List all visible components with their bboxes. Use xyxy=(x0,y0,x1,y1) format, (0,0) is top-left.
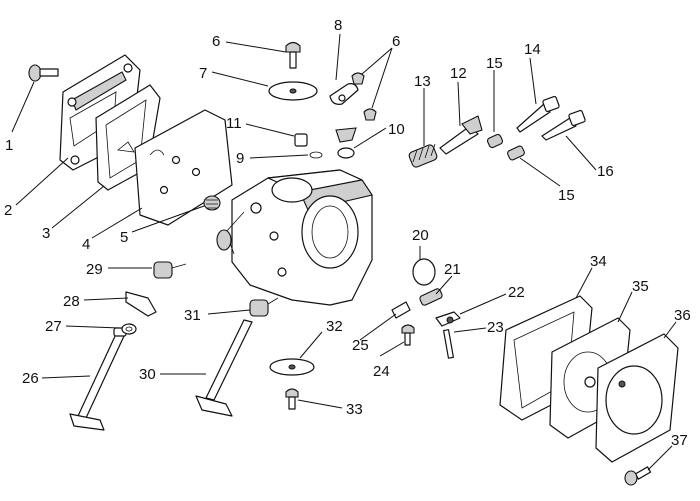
callout-36: 36 xyxy=(674,307,691,324)
needle-14 xyxy=(516,95,560,133)
screw-24 xyxy=(401,324,415,346)
lever-pin-23 xyxy=(442,329,454,359)
needle-16 xyxy=(541,109,586,141)
callout-5: 5 xyxy=(120,229,128,246)
callout-11: 11 xyxy=(226,115,242,132)
throttle-spring-31 xyxy=(249,297,279,317)
callout-27: 27 xyxy=(45,318,62,335)
callout-22: 22 xyxy=(508,284,525,301)
callout-10: 10 xyxy=(388,121,405,138)
callout-23: 23 xyxy=(487,319,504,336)
washer-27 xyxy=(121,323,137,335)
cover-plate-8 xyxy=(329,83,359,105)
metering-lever-22 xyxy=(435,311,461,327)
callout-29: 29 xyxy=(86,261,103,278)
callout-13: 13 xyxy=(414,73,431,90)
callout-1: 1 xyxy=(5,137,13,154)
cover-36 xyxy=(595,333,679,463)
callout-30: 30 xyxy=(139,366,156,383)
callout-37: 37 xyxy=(671,432,688,449)
callout-35: 35 xyxy=(632,278,649,295)
welch-plug-20 xyxy=(412,258,436,286)
screws-6-right xyxy=(351,72,377,121)
callout-24: 24 xyxy=(373,363,390,380)
callout-14: 14 xyxy=(524,41,541,58)
callout-26: 26 xyxy=(22,370,39,387)
carburetor-body xyxy=(216,169,373,306)
callout-15-upper: 15 xyxy=(486,55,503,72)
spring-11 xyxy=(294,133,308,147)
callout-4: 4 xyxy=(82,236,90,253)
callout-20: 20 xyxy=(412,227,429,244)
callout-21: 21 xyxy=(444,261,461,278)
screw-6-top xyxy=(285,41,301,69)
choke-spring-29 xyxy=(153,261,187,279)
leader-lines xyxy=(11,33,677,471)
callout-3: 3 xyxy=(42,225,50,242)
callout-33: 33 xyxy=(346,401,363,418)
spring-15-lower xyxy=(507,145,525,161)
callout-34: 34 xyxy=(590,253,607,270)
screw-37 xyxy=(624,466,652,486)
throttle-disc-32 xyxy=(269,358,315,376)
inlet-needle-25 xyxy=(391,301,411,319)
spring-15-upper xyxy=(486,133,504,149)
callout-32: 32 xyxy=(326,318,343,335)
screw-33 xyxy=(285,388,299,410)
choke-lever-28 xyxy=(125,291,157,317)
callout-6-right: 6 xyxy=(392,33,400,50)
callout-7: 7 xyxy=(199,65,207,82)
throttle-shaft-30 xyxy=(195,319,253,417)
callout-16: 16 xyxy=(597,163,614,180)
choke-shaft-26 xyxy=(69,327,127,431)
e-clip-9 xyxy=(309,151,323,159)
callout-labels: 1 2 3 4 5 6 6 7 8 9 10 11 12 13 14 15 15… xyxy=(4,17,691,449)
callout-12: 12 xyxy=(450,65,467,82)
lever-10 xyxy=(335,127,357,159)
metering-disc-7 xyxy=(268,81,318,101)
callout-6-top: 6 xyxy=(212,33,220,50)
screw-1 xyxy=(28,64,59,82)
fuel-inlet-screen xyxy=(203,195,221,211)
callout-31: 31 xyxy=(184,307,201,324)
pump-diaphragm-plate xyxy=(134,109,233,226)
callout-2: 2 xyxy=(4,202,12,219)
callout-28: 28 xyxy=(63,293,80,310)
callout-25: 25 xyxy=(352,337,369,354)
needle-spring-13 xyxy=(408,143,438,168)
callout-9: 9 xyxy=(236,150,244,167)
callout-15-lower: 15 xyxy=(558,187,575,204)
callout-8: 8 xyxy=(334,17,342,34)
needle-12 xyxy=(439,115,483,155)
